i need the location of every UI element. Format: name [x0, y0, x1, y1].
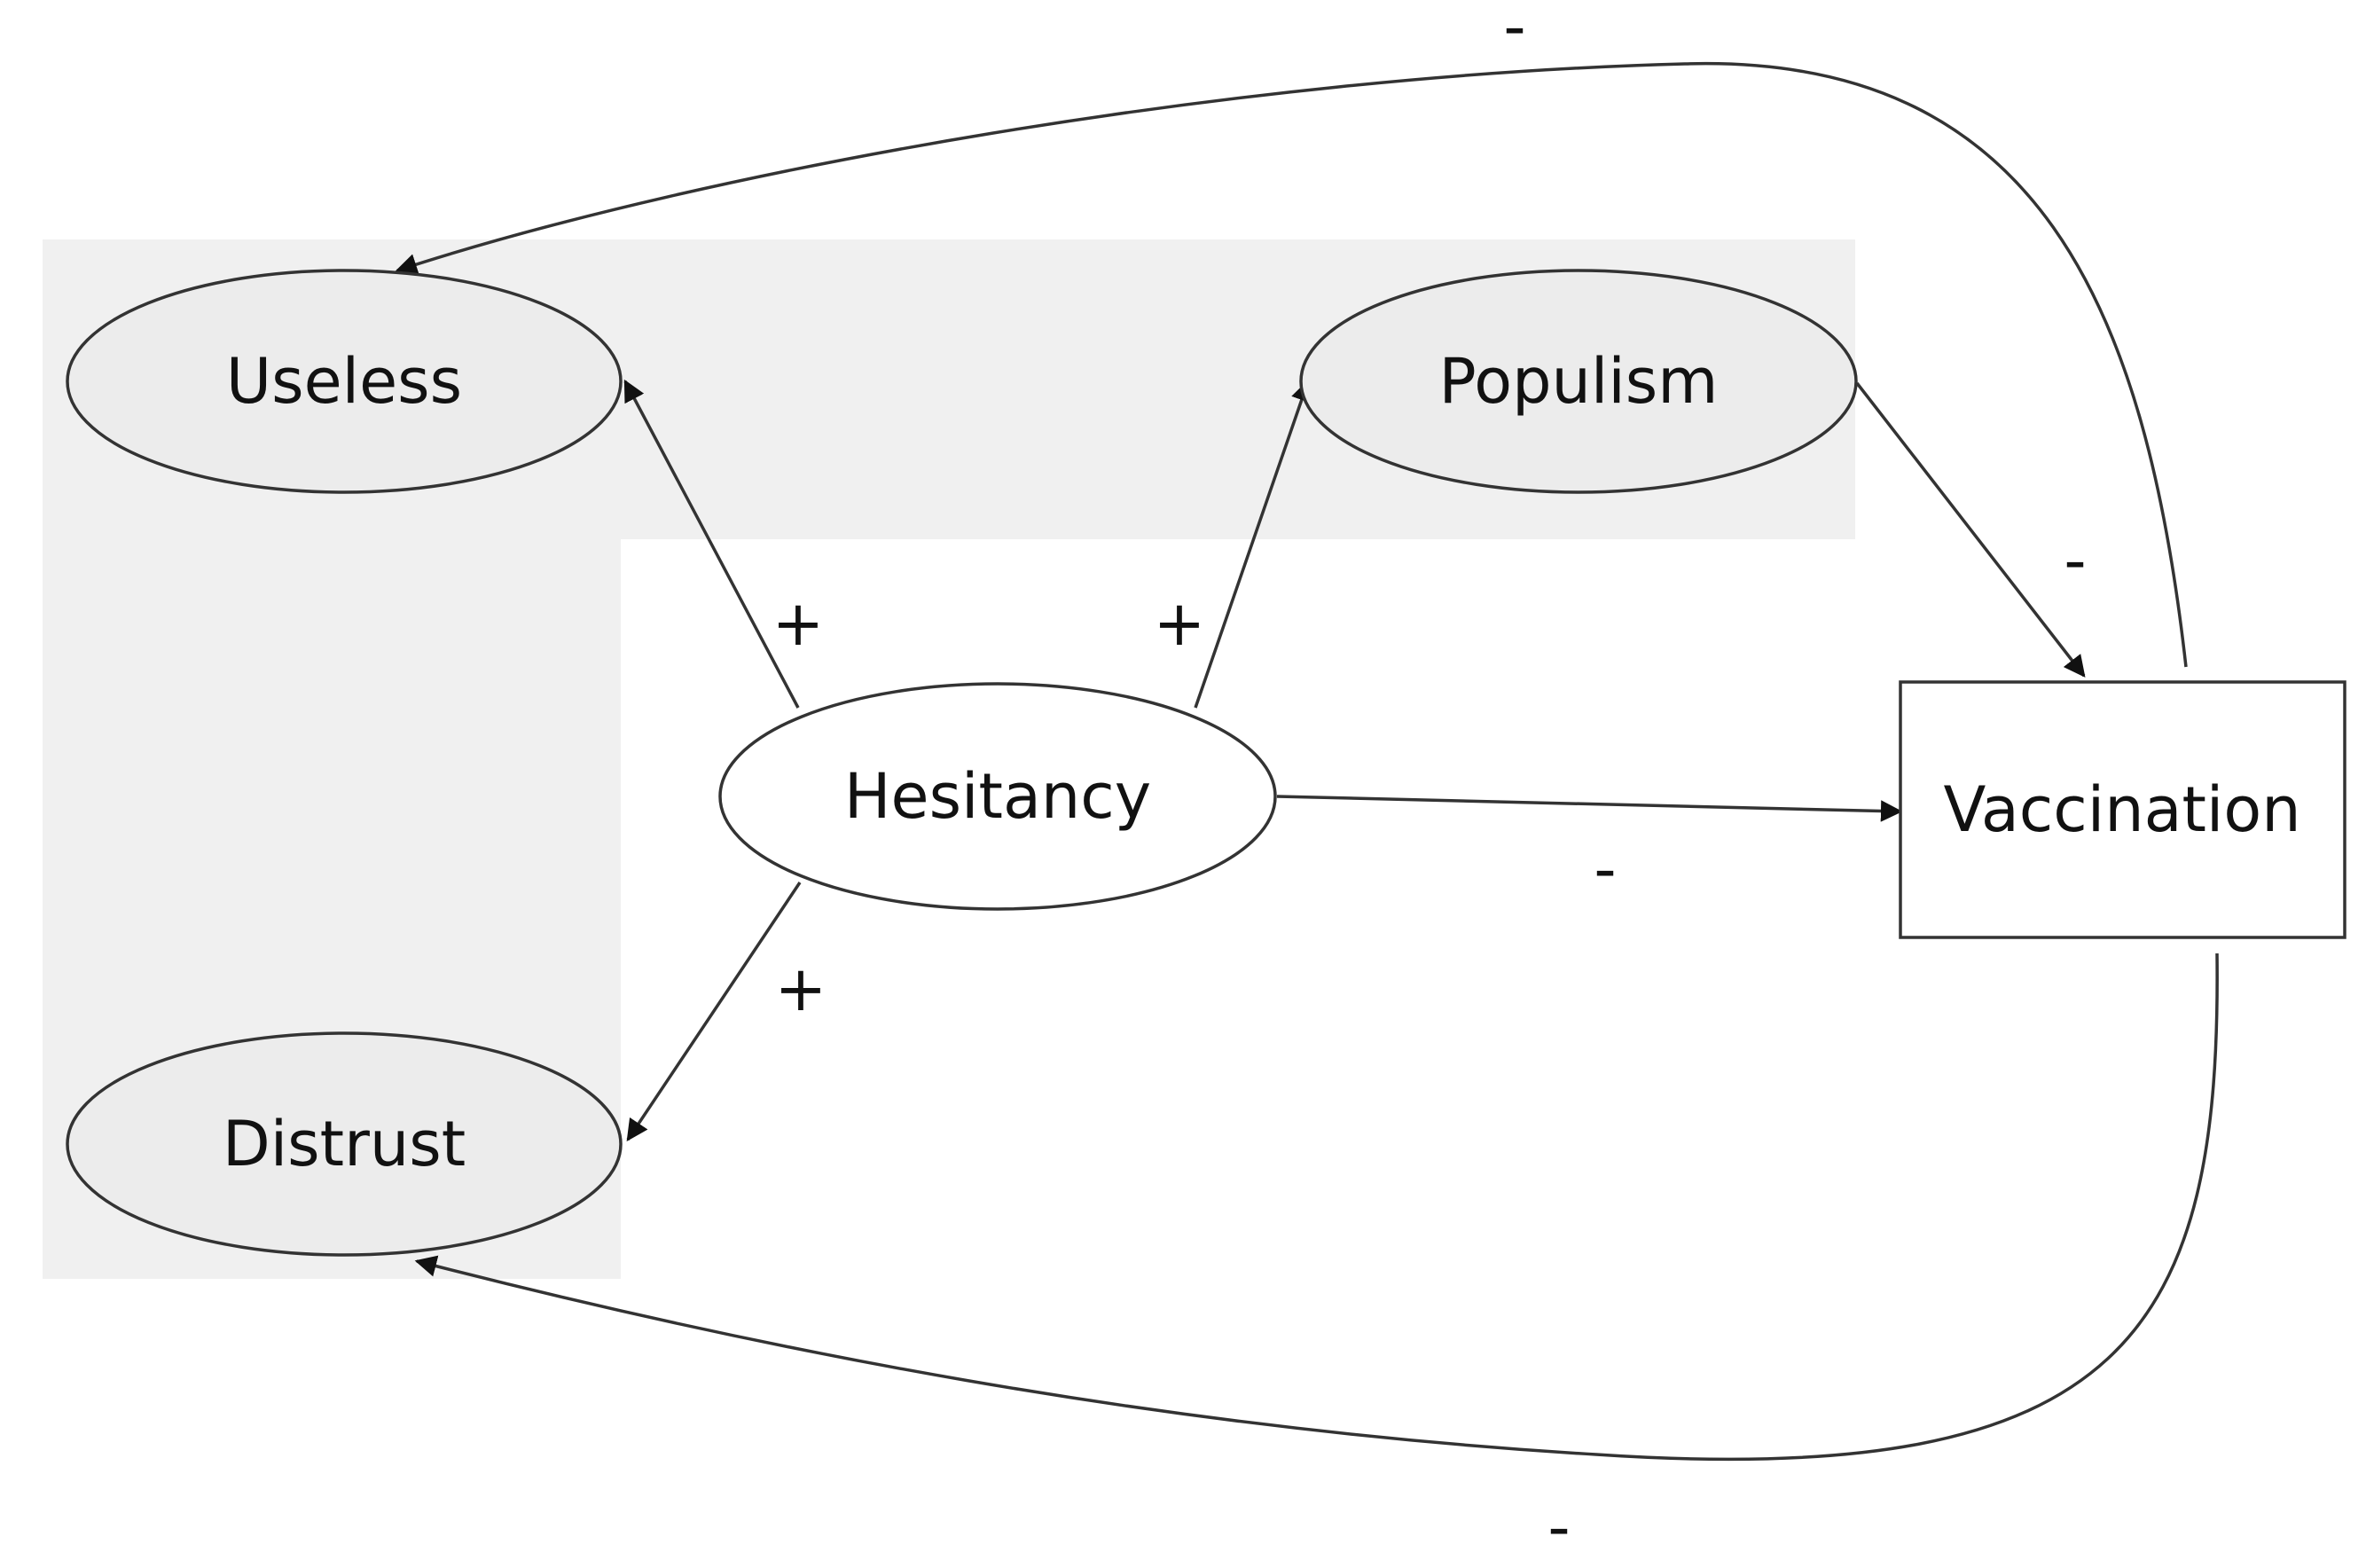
vaccination-label: Vaccination	[1943, 773, 2300, 846]
populism-ellipse	[1299, 269, 1858, 494]
distrust-ellipse	[66, 1031, 623, 1257]
sign-vaccination-distrust: -	[1547, 1491, 1570, 1564]
shaded-region	[43, 239, 1855, 1279]
sign-vaccination-useless: -	[1503, 0, 1525, 63]
edge-vaccination-distrust	[414, 953, 2219, 1462]
hesitancy-label: Hesitancy	[844, 760, 1151, 833]
edge-hesitancy-distrust	[626, 882, 802, 1142]
sign-hesitancy-vaccination: -	[1594, 833, 1616, 906]
sign-hesitancy-distrust: +	[775, 953, 827, 1025]
edge-hesitancy-populism	[1194, 379, 1312, 709]
populism-label: Populism	[1439, 345, 1719, 418]
node-hesitancy: Hesitancy	[718, 682, 1277, 911]
edge-populism-vaccination	[1855, 381, 2086, 678]
sign-populism-vaccination: -	[2064, 524, 2086, 597]
sign-hesitancy-populism: +	[1154, 587, 1206, 660]
useless-label: Useless	[226, 345, 462, 418]
node-distrust: Distrust	[66, 1031, 623, 1257]
edge-hesitancy-vaccination	[1276, 795, 1903, 822]
node-useless: Useless	[66, 269, 623, 494]
node-populism: Populism	[1299, 269, 1858, 494]
node-vaccination: Vaccination	[1899, 680, 2346, 939]
distrust-label: Distrust	[223, 1108, 466, 1180]
edge-vaccination-useless	[395, 61, 2188, 668]
edge-hesitancy-useless	[623, 379, 800, 709]
vaccination-box	[1899, 680, 2346, 939]
useless-ellipse	[66, 269, 623, 494]
hesitancy-ellipse	[718, 682, 1277, 911]
sign-hesitancy-useless: +	[772, 587, 825, 660]
